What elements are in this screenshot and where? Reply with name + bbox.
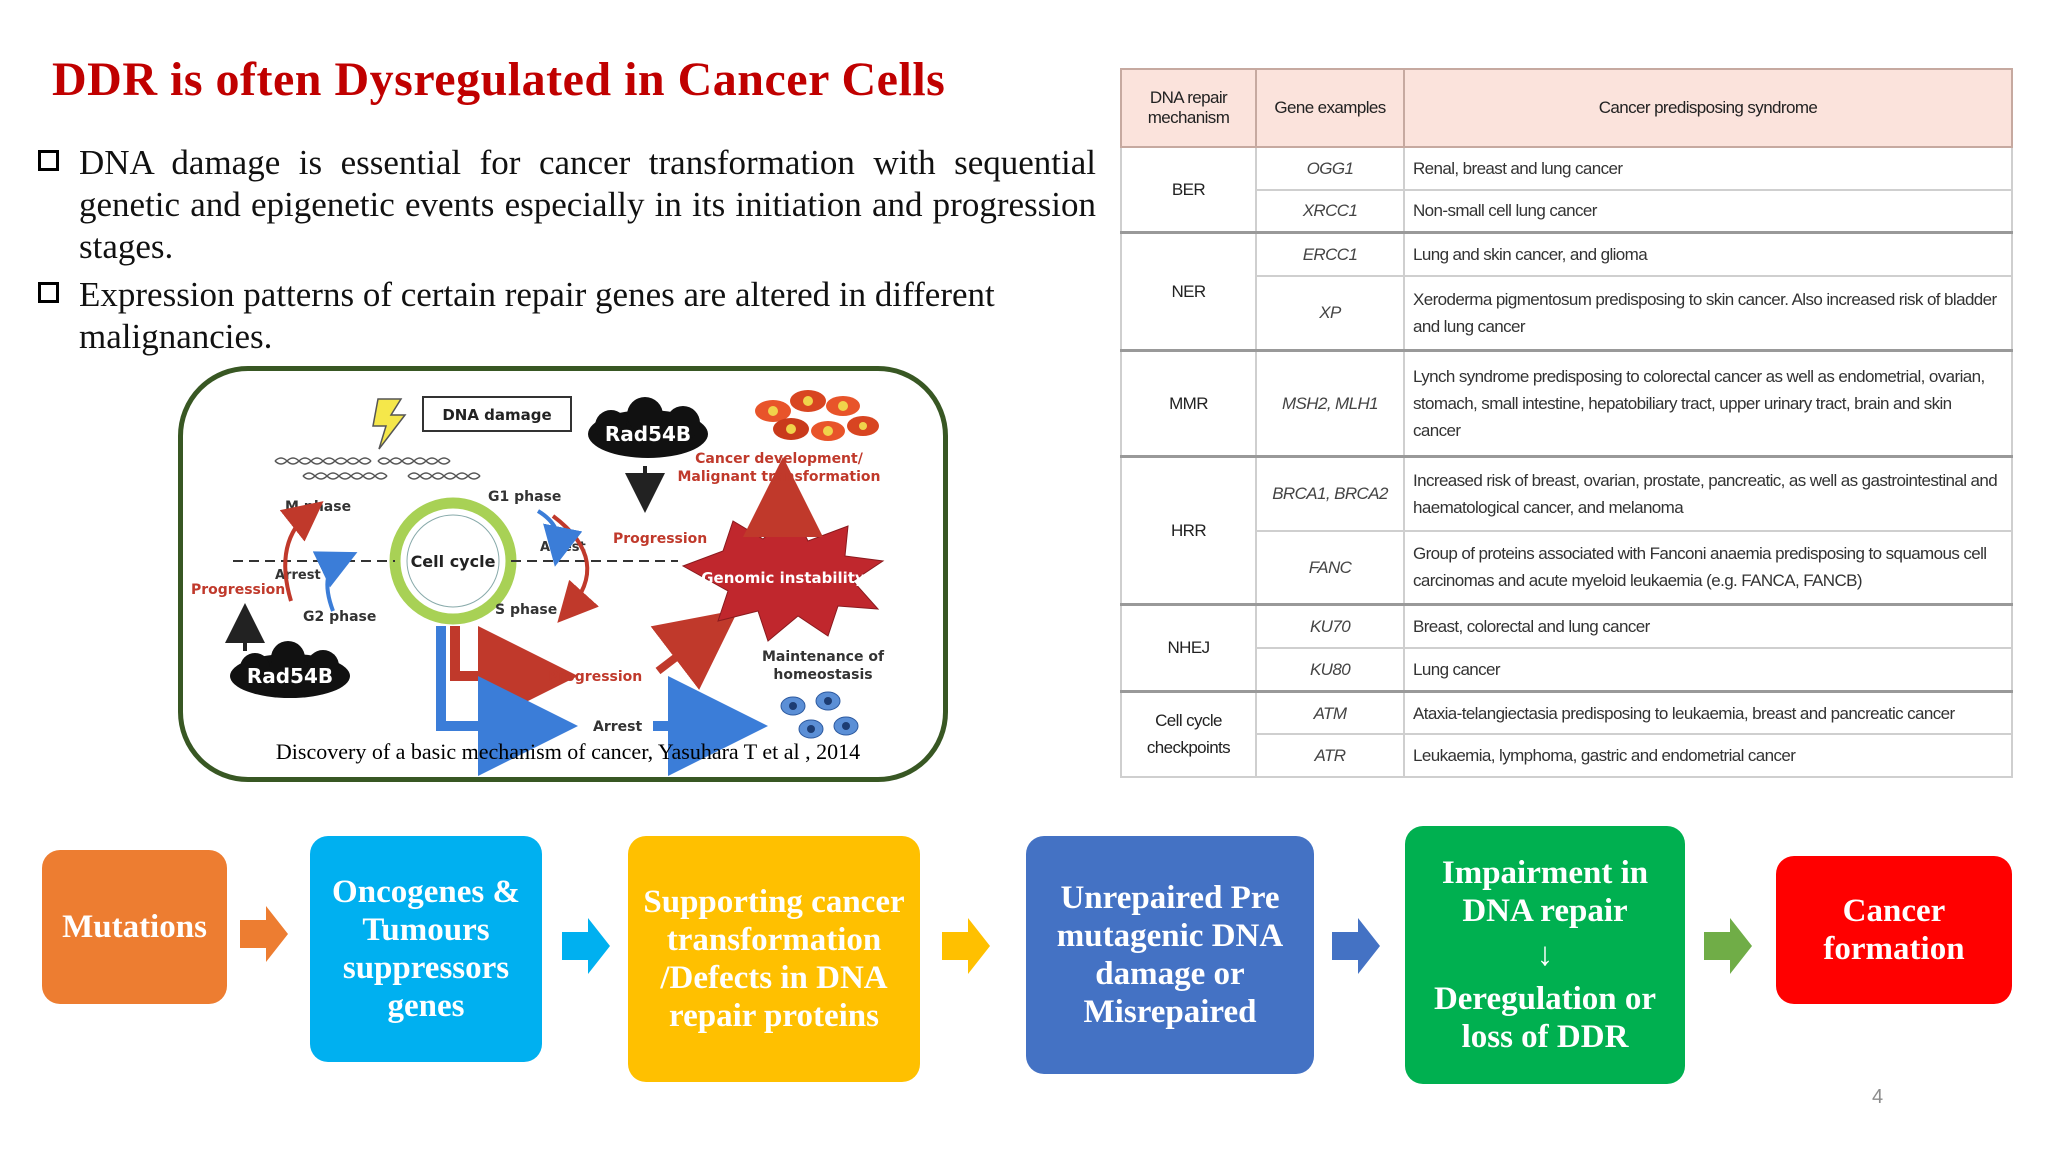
mechanism-cell: NHEJ: [1120, 603, 1257, 693]
g1-phase-label: G1 phase: [488, 489, 561, 505]
malignant-transformation-label: Malignant transformation: [677, 469, 880, 485]
progression-arrow: [450, 626, 578, 726]
syndrome-cell: Breast, colorectal and lung cancer: [1403, 603, 2013, 649]
checkbox-bullet-icon: [38, 150, 59, 171]
flow-arrow-icon: [1332, 918, 1380, 974]
g2-phase-label: G2 phase: [303, 609, 376, 625]
arrest-arrow: [436, 626, 578, 776]
s-phase-label: S phase: [495, 602, 557, 618]
arrest-left-label: Arrest: [275, 568, 321, 583]
progression-bottom-label: Progression: [548, 669, 642, 685]
lightning-icon: [372, 398, 407, 450]
arrest-arrow: [312, 551, 358, 612]
gene-cell: OGG1: [1255, 146, 1405, 191]
bullet-list: DNA damage is essential for cancer trans…: [38, 142, 1096, 364]
arrest-bottom-label: Arrest: [593, 719, 642, 735]
syndrome-cell: Renal, breast and lung cancer: [1403, 146, 2013, 191]
syndrome-cell: Ataxia-telangiectasia predisposing to le…: [1403, 689, 2013, 736]
dna-damage-label: DNA damage: [442, 406, 551, 424]
homeostasis-label: homeostasis: [773, 667, 872, 683]
flow-arrow-icon: [942, 918, 990, 974]
gene-cell: ERCC1: [1255, 231, 1405, 277]
gene-cell: ATR: [1255, 733, 1405, 778]
syndrome-cell: Lung and skin cancer, and glioma: [1403, 231, 2013, 277]
flow-step-impairment-dna-repair: Impairment in DNA repair↓Deregulation or…: [1405, 826, 1685, 1084]
cancer-development-label: Cancer development/: [695, 451, 864, 467]
svg-text:Rad54B: Rad54B: [247, 664, 333, 688]
dna-repair-table: DNA repair mechanism Gene examples Cance…: [1120, 68, 2013, 778]
rad54b-cloud-bottom: Rad54B: [230, 641, 350, 698]
syndrome-cell: Non-small cell lung cancer: [1403, 188, 2013, 234]
bullet-text: DNA damage is essential for cancer trans…: [79, 143, 1096, 266]
slide-title: DDR is often Dysregulated in Cancer Cell…: [52, 53, 946, 106]
gene-cell: XP: [1255, 274, 1405, 352]
page-number: 4: [1872, 1086, 1884, 1108]
bullet-item: DNA damage is essential for cancer trans…: [38, 142, 1096, 268]
flow-step-mutations: Mutations: [42, 850, 227, 1004]
mechanism-cell: NER: [1120, 231, 1257, 352]
bullet-text: Expression patterns of certain repair ge…: [79, 275, 995, 356]
table-row: NER ERCC1 Lung and skin cancer, and glio…: [1120, 231, 2013, 352]
table-row: MMR MSH2, MLH1 Lynch syndrome predisposi…: [1120, 348, 2013, 458]
header-genes: Gene examples: [1255, 68, 1405, 148]
progression-arrow: [279, 501, 324, 602]
mechanism-cell: MMR: [1120, 348, 1257, 458]
table-row: BER OGG1 Renal, breast and lung cancer: [1120, 146, 2013, 234]
syndrome-cell: Leukaemia, lymphoma, gastric and endomet…: [1403, 733, 2013, 778]
genomic-instability-label: Genomic instability: [701, 569, 865, 587]
mechanism-cell: BER: [1120, 146, 1257, 234]
checkbox-bullet-icon: [38, 282, 59, 303]
gene-cell: MSH2, MLH1: [1255, 348, 1405, 458]
svg-text:Rad54B: Rad54B: [605, 422, 691, 446]
figure-caption: Discovery of a basic mechanism of cancer…: [275, 739, 861, 764]
rad54b-cloud-top: Rad54B: [588, 397, 708, 458]
gene-cell: FANC: [1255, 529, 1405, 606]
table-row: Cell cycle checkpoints ATM Ataxia-telang…: [1120, 689, 2013, 778]
header-mechanism: DNA repair mechanism: [1120, 68, 1257, 148]
progression-right-label: Progression: [613, 531, 707, 547]
dna-repair-table-container: DNA repair mechanism Gene examples Cance…: [1120, 68, 2013, 778]
table-row: KU80 Lung cancer: [1121, 646, 2013, 693]
arrest-arrow: [536, 509, 583, 567]
mechanism-cell: Cell cycle checkpoints: [1120, 689, 1257, 778]
flow-arrow-icon: [240, 906, 288, 962]
table-row: XP Xeroderma pigmentosum predisposing to…: [1121, 274, 2013, 352]
gene-cell: ATM: [1255, 689, 1405, 736]
cell-cycle-label: Cell cycle: [411, 552, 496, 571]
gene-cell: KU80: [1255, 646, 1405, 693]
flow-step-supporting-transformation: Supporting cancer transformation /Defect…: [628, 836, 920, 1082]
bullet-item: Expression patterns of certain repair ge…: [38, 274, 1096, 358]
normal-cells-icon: [780, 691, 859, 739]
maintenance-label: Maintenance of: [762, 649, 885, 665]
table-row: HRR BRCA1, BRCA2 Increased risk of breas…: [1120, 454, 2013, 606]
table-row: FANC Group of proteins associated with F…: [1121, 529, 2013, 606]
genomic-instability-burst: [681, 510, 885, 642]
gene-cell: XRCC1: [1255, 188, 1405, 234]
flow-arrow-icon: [562, 918, 610, 974]
m-phase-label: M phase: [285, 499, 351, 515]
cell-cycle-figure: DNA damage Rad54B Cell cycle M phase G1 …: [178, 366, 948, 782]
gene-cell: BRCA1, BRCA2: [1255, 454, 1405, 532]
dna-damage-box: [422, 396, 572, 432]
flow-step-oncogenes: Oncogenes & Tumours suppressors genes: [310, 836, 542, 1062]
syndrome-cell: Xeroderma pigmentosum predisposing to sk…: [1403, 274, 2013, 352]
mechanism-cell: HRR: [1120, 454, 1257, 606]
header-syndrome: Cancer predisposing syndrome: [1403, 68, 2013, 148]
syndrome-cell: Lung cancer: [1403, 646, 2013, 693]
cell-cycle-diagram: DNA damage Rad54B Cell cycle M phase G1 …: [191, 390, 885, 776]
progression-left-label: Progression: [191, 582, 285, 598]
flow-step-unrepaired-damage: Unrepaired Pre mutagenic DNA damage or M…: [1026, 836, 1314, 1074]
dna-strand-icon: [274, 457, 481, 480]
syndrome-cell: Lynch syndrome predisposing to colorecta…: [1403, 348, 2013, 458]
table-row: XRCC1 Non-small cell lung cancer: [1121, 188, 2013, 234]
gene-cell: KU70: [1255, 603, 1405, 649]
flow-step-cancer-formation: Cancer formation: [1776, 856, 2012, 1004]
flow-arrow-icon: [1704, 918, 1752, 974]
table-row: NHEJ KU70 Breast, colorectal and lung ca…: [1120, 603, 2013, 693]
syndrome-cell: Increased risk of breast, ovarian, prost…: [1403, 454, 2013, 532]
syndrome-cell: Group of proteins associated with Fancon…: [1403, 529, 2013, 606]
table-row: ATR Leukaemia, lymphoma, gastric and end…: [1121, 733, 2013, 778]
cancer-cells-icon: [755, 390, 879, 441]
table-header-row: DNA repair mechanism Gene examples Cance…: [1120, 68, 2013, 148]
